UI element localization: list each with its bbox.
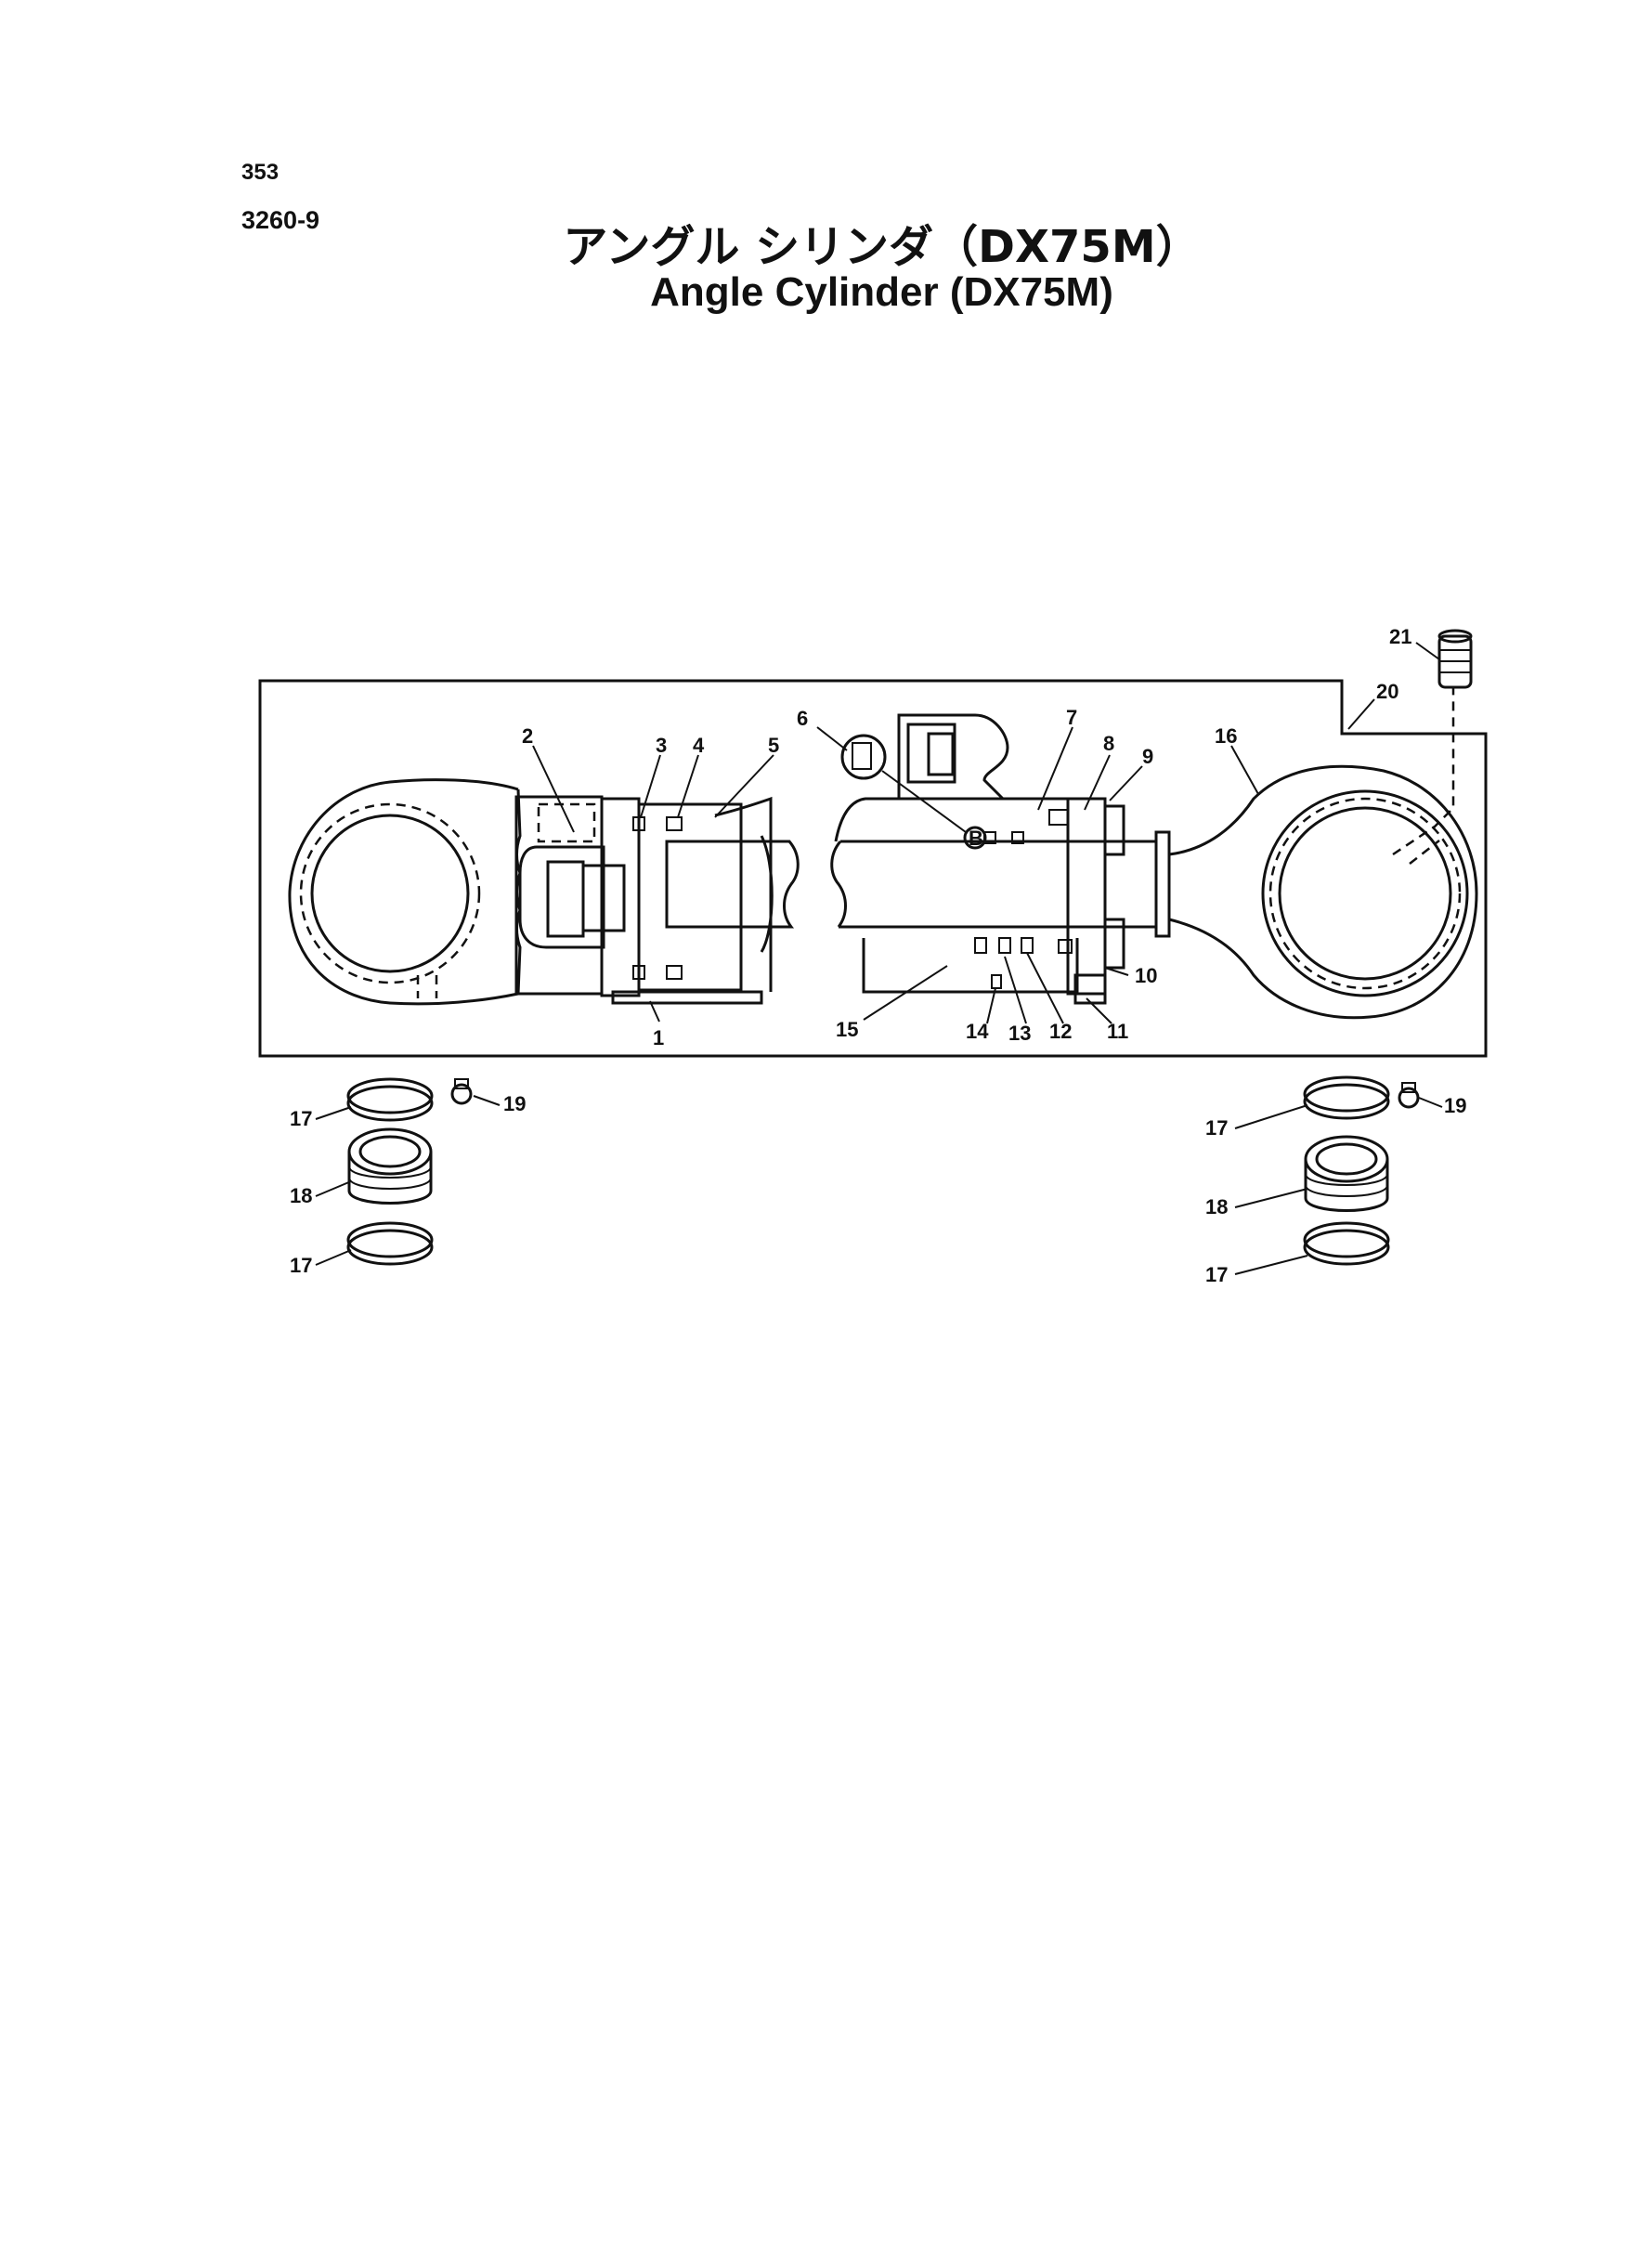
callout-15: 15 [836, 1018, 858, 1041]
assembly-frame [258, 679, 1488, 1058]
callout-14: 14 [966, 1020, 989, 1043]
grease-fitting-left [450, 1078, 473, 1105]
dust-seal-left [347, 1127, 433, 1205]
figure-number: 3260-9 [241, 206, 320, 234]
callout-20: 20 [1376, 680, 1398, 703]
callout-13: 13 [1008, 1022, 1031, 1045]
callout-6: 6 [797, 707, 808, 730]
callout-17: 17 [290, 1107, 312, 1130]
rod-eye-left [288, 778, 522, 1006]
callout-17: 17 [1205, 1116, 1228, 1140]
callout-4: 4 [693, 734, 705, 757]
snap-ring-left-bottom [346, 1221, 434, 1266]
callout-2: 2 [522, 724, 533, 748]
callout-9: 9 [1142, 745, 1153, 768]
cylinder-eye-right [1168, 687, 1478, 1020]
callout-8: 8 [1103, 732, 1114, 755]
cylinder-head [834, 713, 1125, 1005]
callout-3: 3 [656, 734, 667, 757]
callout-17: 17 [290, 1254, 312, 1277]
grease-nipple-21 [1437, 629, 1473, 689]
callout-19: 19 [1444, 1094, 1466, 1117]
detail-marker-b: B [840, 734, 987, 850]
callout-1: 1 [653, 1026, 664, 1049]
callout-12: 12 [1049, 1020, 1072, 1043]
piston-rod [665, 830, 1171, 938]
title-japanese: アングル シリンダ（DX75M） [563, 221, 1201, 273]
callout-11: 11 [1107, 1020, 1128, 1043]
callout-5: 5 [768, 734, 779, 757]
callout-10: 10 [1135, 964, 1157, 987]
leader-lines [315, 642, 1443, 1275]
dust-seal-right [1304, 1135, 1389, 1212]
title-english: Angle Cylinder (DX75M) [650, 269, 1113, 315]
snap-ring-right-bottom [1303, 1221, 1390, 1266]
callout-21: 21 [1389, 625, 1411, 648]
callout-16: 16 [1215, 724, 1237, 748]
callout-18: 18 [1205, 1195, 1228, 1218]
snap-ring-left-top [346, 1077, 434, 1122]
grease-fitting-right [1398, 1082, 1420, 1109]
callout-7: 7 [1066, 706, 1077, 729]
detail-marker-label: B [969, 827, 983, 850]
page-number: 353 [241, 160, 280, 185]
snap-ring-right-top [1303, 1075, 1390, 1120]
callout-17: 17 [1205, 1263, 1228, 1286]
piston-assembly [514, 795, 774, 1005]
callout-19: 19 [503, 1092, 526, 1115]
callout-18: 18 [290, 1184, 312, 1207]
